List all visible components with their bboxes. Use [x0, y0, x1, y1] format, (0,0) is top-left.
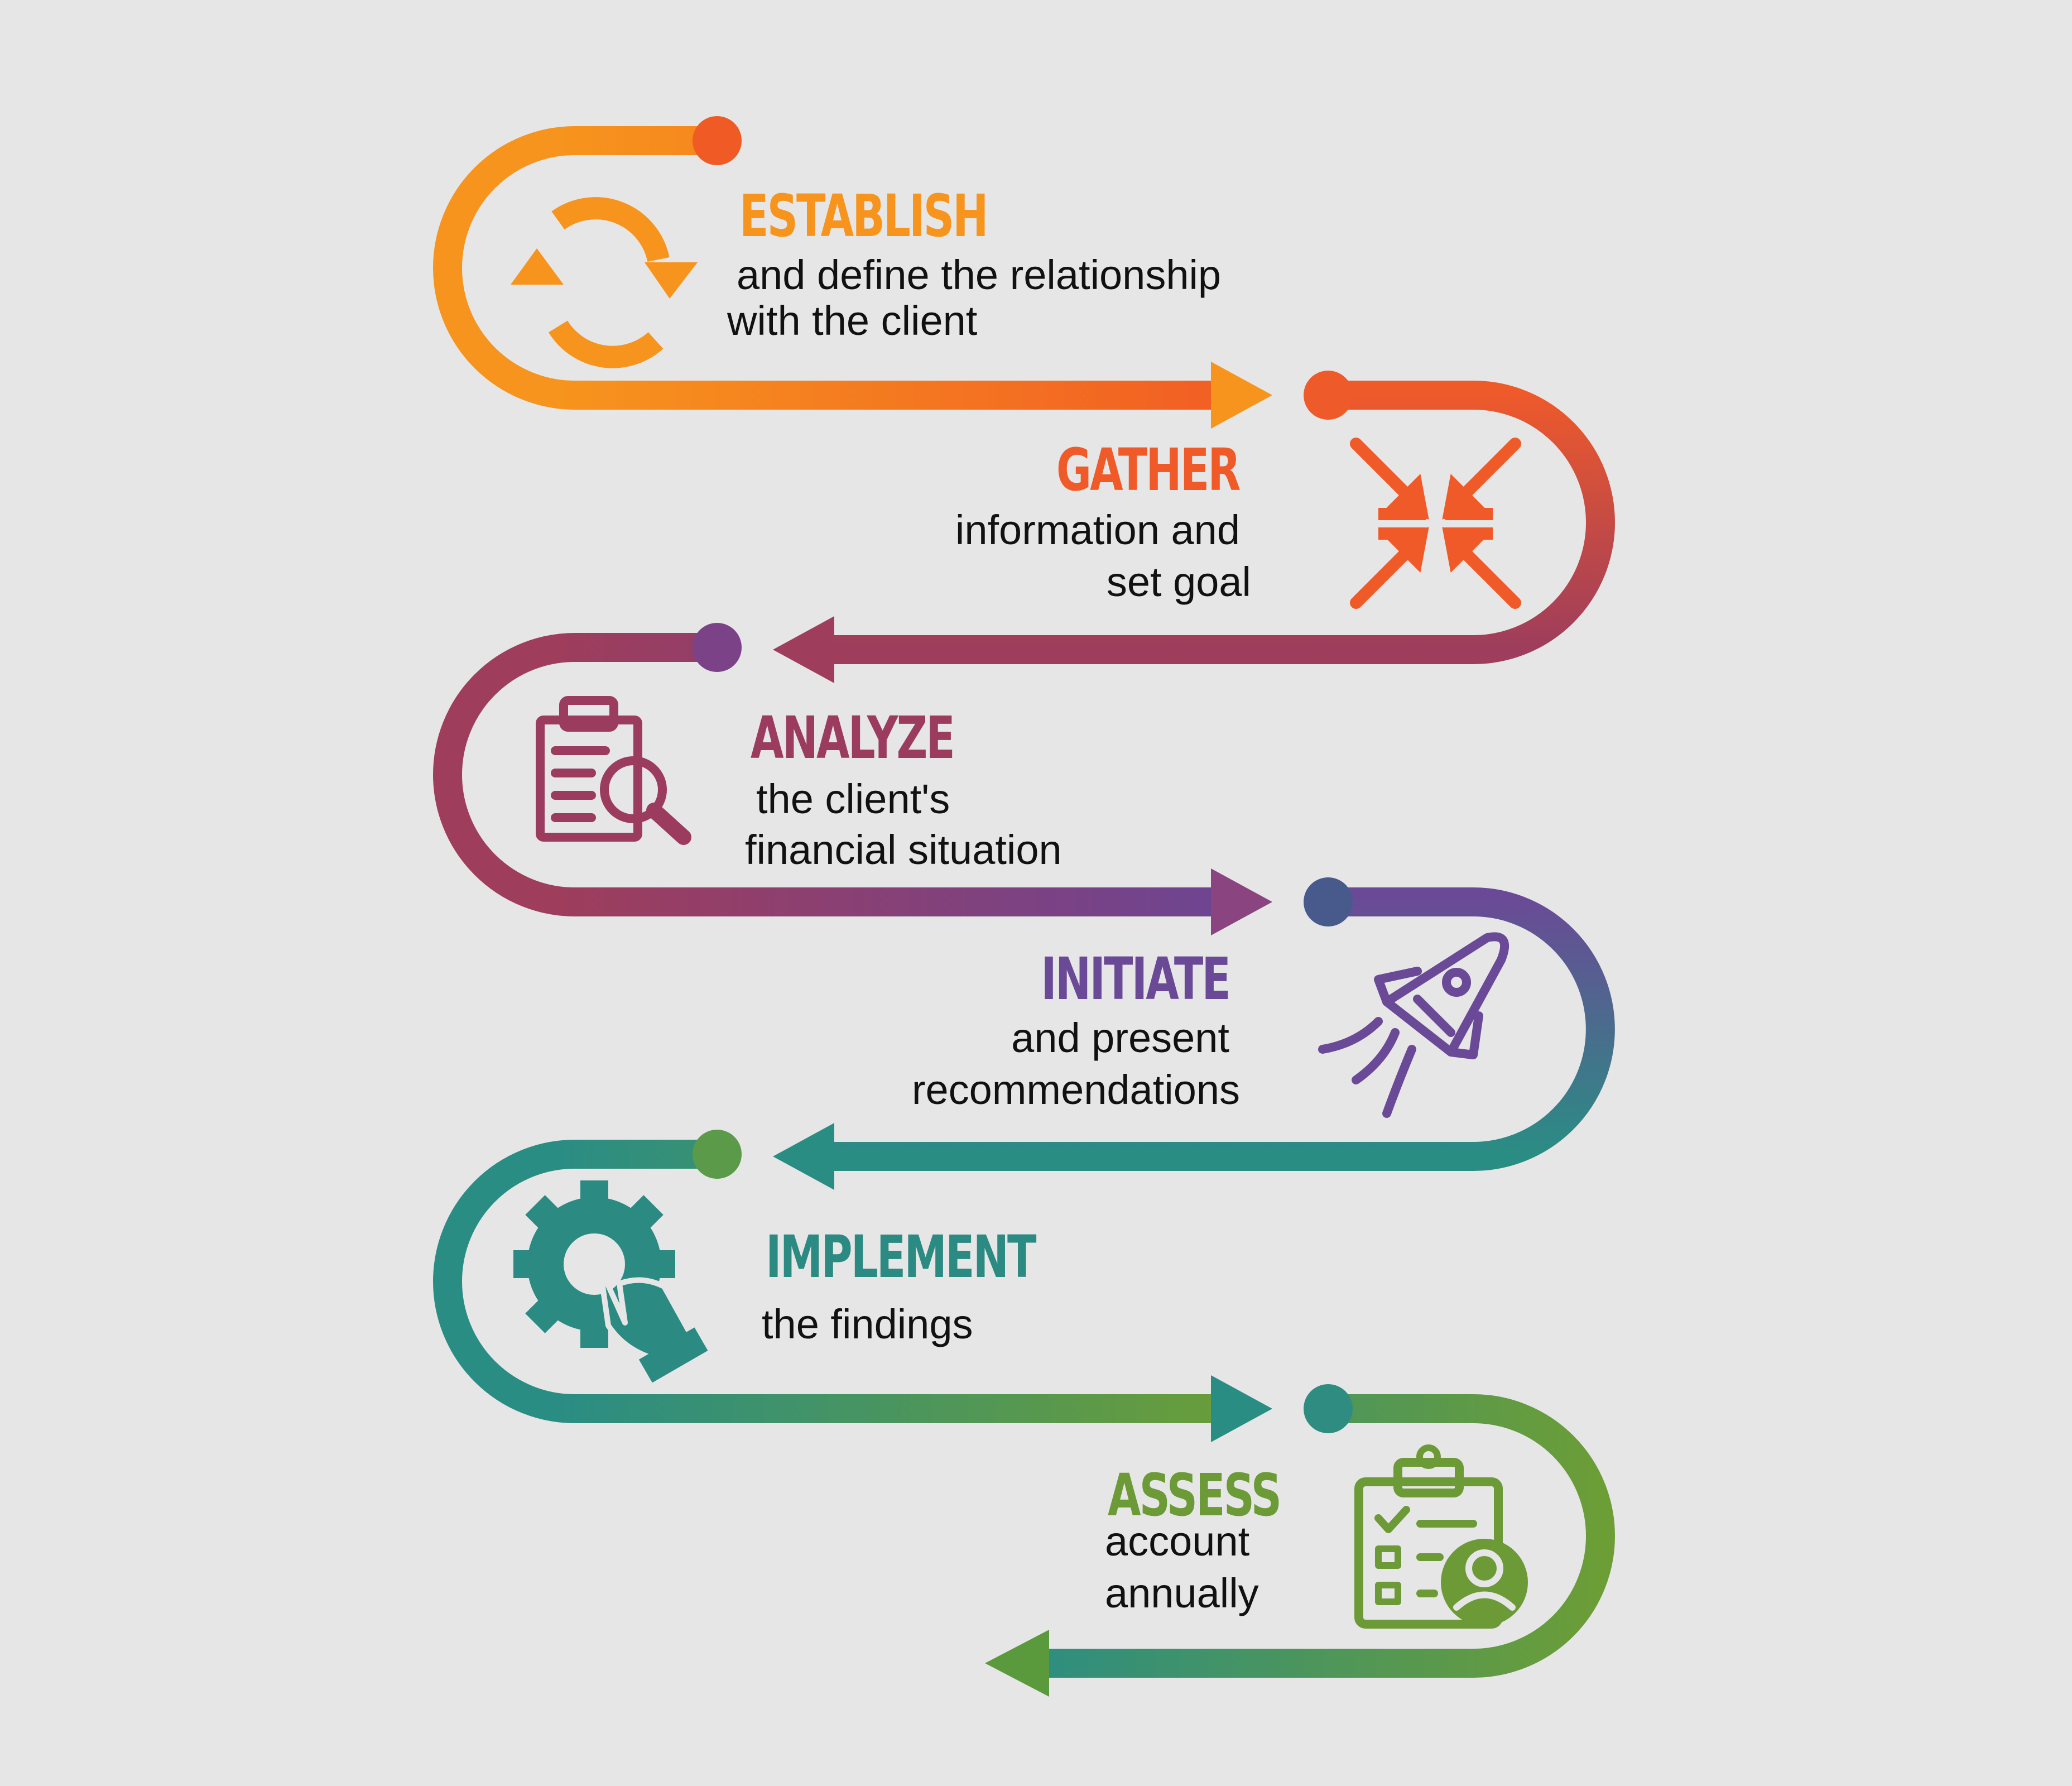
step-description-line: and define the relationship — [737, 252, 1221, 298]
path-segment-4 — [773, 877, 1615, 1190]
step-description-line: financial situation — [745, 827, 1062, 873]
converging-arrows-icon — [1350, 438, 1521, 609]
checklist-user-icon — [1354, 1444, 1528, 1629]
arrowhead-left — [773, 1123, 834, 1190]
path-start-dot — [693, 1130, 742, 1179]
step-initiate: INITIATE and present recommendations — [912, 945, 1240, 1113]
step-gather: GATHER information and set goal — [955, 436, 1251, 605]
path-segment-2 — [773, 371, 1615, 683]
path-start-dot — [1304, 877, 1353, 926]
step-title: ESTABLISH — [739, 182, 987, 250]
step-description-line: with the client — [727, 297, 978, 344]
clipboard-search-icon — [536, 696, 691, 845]
rocket-icon — [1318, 932, 1509, 1118]
path-segment-3 — [433, 623, 1272, 935]
step-title: ANALYZE — [751, 704, 954, 772]
step-description-line: and present — [1011, 1015, 1229, 1061]
step-title: ASSESS — [1108, 1461, 1280, 1529]
gear-hand-icon — [513, 1180, 708, 1383]
step-description-line: information and — [955, 507, 1240, 553]
refresh-cycle-icon — [511, 197, 698, 368]
step-description-line: set goal — [1107, 559, 1251, 605]
step-implement: IMPLEMENT the findings — [762, 1223, 1038, 1347]
path-start-dot — [1304, 1384, 1353, 1433]
step-description-line: recommendations — [912, 1067, 1240, 1113]
arrowhead-right — [1211, 362, 1272, 429]
step-title: INITIATE — [1041, 945, 1229, 1013]
path-start-dot — [693, 623, 742, 672]
step-assess: ASSESS account annually — [1105, 1461, 1282, 1616]
path-start-dot — [693, 116, 742, 165]
step-description-line: the client's — [756, 776, 950, 822]
step-establish: ESTABLISH and define the relationship wi… — [727, 182, 1221, 344]
path-segment-6 — [985, 1384, 1615, 1697]
arrowhead-right — [1211, 868, 1272, 935]
arrowhead-left — [985, 1630, 1049, 1697]
step-description-line: the findings — [762, 1301, 973, 1347]
step-description-line: account — [1105, 1518, 1250, 1564]
path-start-dot — [1304, 371, 1353, 420]
step-analyze: ANALYZE the client's financial situation — [745, 704, 1062, 873]
path-segment-5 — [433, 1130, 1272, 1442]
step-title: IMPLEMENT — [766, 1223, 1036, 1291]
step-title: GATHER — [1056, 436, 1240, 504]
step-description-line: annually — [1105, 1570, 1259, 1616]
arrowhead-right — [1211, 1375, 1272, 1442]
path-segment-1 — [433, 116, 1272, 429]
arrowhead-left — [773, 616, 834, 683]
